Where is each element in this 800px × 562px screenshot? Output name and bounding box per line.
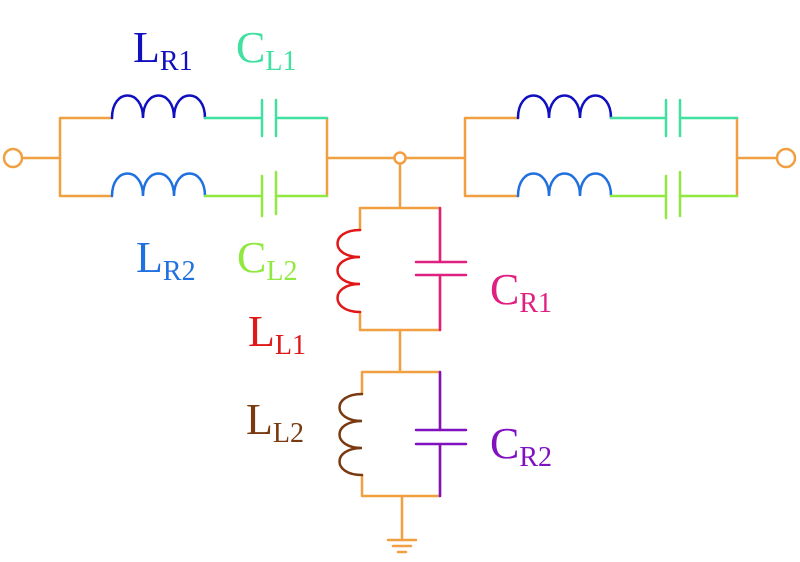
capacitor-cl1-left [203,98,329,138]
right-branch-frame [463,116,520,198]
input-terminal [2,147,24,169]
label-lr1: LR1 [133,23,193,77]
capacitor-cl2-right [609,170,739,220]
tank2-frame [360,370,442,498]
output-terminal [775,147,797,169]
capacitor-cl2-left [203,170,329,218]
ground-icon [386,538,418,554]
inductor-ll1 [336,228,362,314]
inductor-lr1-right [516,94,613,120]
left-branch-frame [58,116,114,198]
capacitor-cr1 [414,206,468,332]
label-cr2: CR2 [490,419,553,473]
capacitor-cr2 [414,370,468,498]
label-cl2: CL2 [237,233,298,287]
label-cl1: CL1 [236,23,297,77]
label-ll1: LL1 [248,307,306,361]
junction-node [393,151,407,165]
inductor-lr1-left [110,94,207,120]
capacitor-cl1-right [609,98,739,138]
tank1-frame [358,206,442,332]
inductor-ll2 [338,392,364,477]
label-cr1: CR1 [490,265,553,319]
label-ll2: LL2 [246,395,304,449]
inductor-lr2-right [516,172,613,198]
inductor-lr2-left [110,172,207,198]
label-lr2: LR2 [136,233,196,287]
